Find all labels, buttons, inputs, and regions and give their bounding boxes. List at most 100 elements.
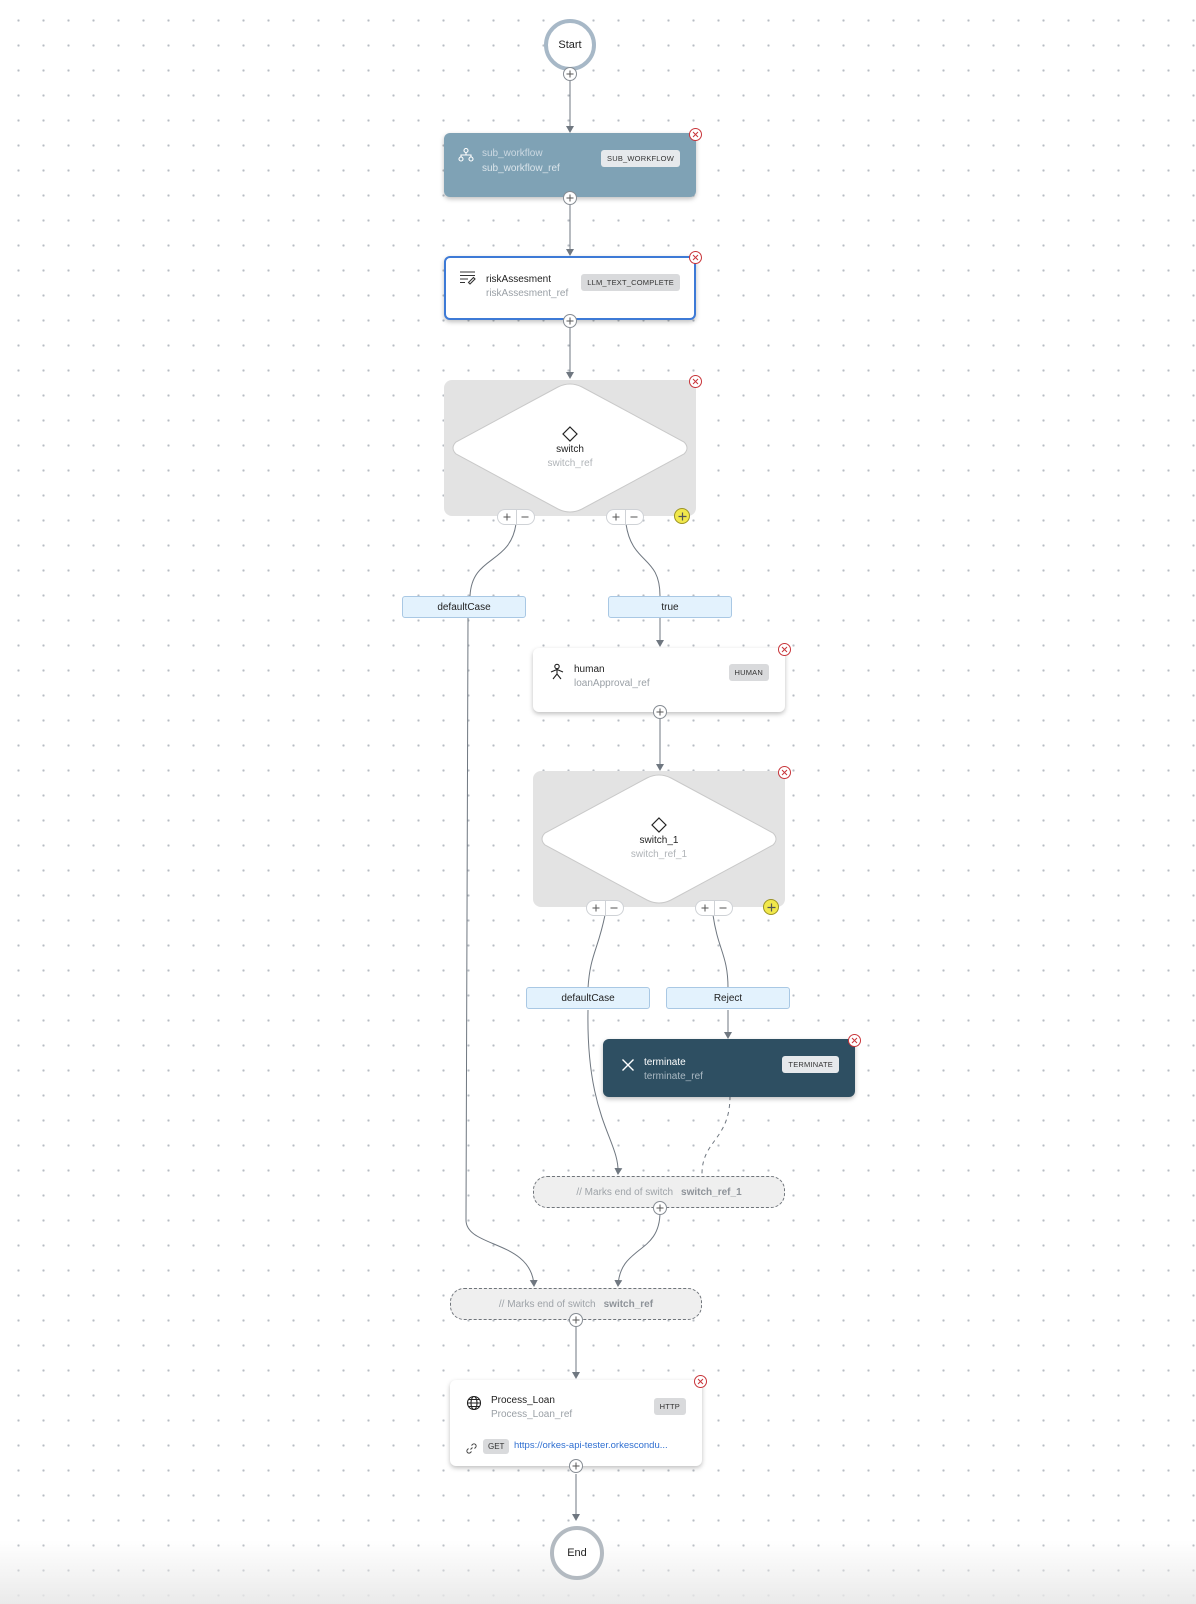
delete-task-button[interactable]	[689, 251, 702, 264]
add-task-button[interactable]	[653, 705, 667, 719]
delete-task-button[interactable]	[848, 1034, 861, 1047]
add-task-button[interactable]	[569, 1313, 583, 1327]
end-label: End	[567, 1547, 587, 1559]
case-add-remove-control[interactable]	[586, 900, 624, 916]
plus-icon[interactable]	[498, 510, 517, 524]
edge-default1-end	[465, 617, 538, 1287]
add-task-button[interactable]	[653, 1201, 667, 1215]
minus-icon[interactable]	[626, 510, 644, 524]
delete-task-button[interactable]	[694, 1375, 707, 1388]
edge-switch1-default	[587, 914, 606, 989]
add-task-button[interactable]	[569, 1459, 583, 1473]
switch-1-task[interactable]: switch_1 switch_ref_1	[533, 771, 785, 907]
diamond-icon	[562, 426, 578, 447]
task-name: terminate	[644, 1057, 686, 1068]
switch-ref: switch_ref	[547, 458, 593, 469]
case-label-default[interactable]: defaultCase	[526, 987, 650, 1009]
task-ref: riskAssesment_ref	[486, 288, 569, 299]
sub-workflow-icon	[456, 145, 476, 165]
diamond-icon	[651, 817, 667, 838]
add-task-button[interactable]	[563, 314, 577, 328]
plus-icon	[656, 1204, 664, 1212]
close-icon	[692, 378, 699, 385]
x-icon	[618, 1055, 638, 1075]
globe-icon	[464, 1393, 484, 1413]
human-icon	[547, 662, 567, 682]
add-case-button[interactable]	[674, 508, 690, 524]
plus-icon[interactable]	[696, 901, 715, 915]
switch-ref: switch_ref_1	[630, 849, 688, 860]
task-type-badge: TERMINATE	[782, 1056, 839, 1073]
switch-task[interactable]: switch switch_ref	[444, 380, 696, 516]
edge-end1-end	[614, 1211, 661, 1287]
plus-icon	[566, 317, 574, 325]
switch-diamond	[452, 383, 688, 513]
close-icon	[692, 254, 699, 261]
close-icon	[692, 131, 699, 138]
plus-icon	[678, 512, 686, 520]
task-ref: terminate_ref	[644, 1071, 703, 1082]
task-ref: Process_Loan_ref	[491, 1409, 573, 1420]
plus-icon[interactable]	[587, 901, 606, 915]
end-node[interactable]: End	[550, 1526, 604, 1580]
task-type-badge: LLM_TEXT_COMPLETE	[581, 274, 680, 291]
delete-task-button[interactable]	[689, 128, 702, 141]
http-method-badge: GET	[483, 1439, 510, 1454]
edge-switch1-reject	[712, 914, 729, 989]
plus-icon	[566, 70, 574, 78]
delete-task-button[interactable]	[778, 766, 791, 779]
end-marker-ref: switch_ref	[603, 1298, 654, 1310]
plus-icon	[566, 194, 574, 202]
switch-name: switch	[556, 444, 584, 455]
task-ref: sub_workflow_ref	[482, 163, 560, 174]
task-type-badge: HTTP	[653, 1398, 686, 1415]
start-node[interactable]: Start	[544, 19, 596, 71]
edge-switch-default	[469, 523, 517, 597]
close-icon	[851, 1037, 858, 1044]
task-ref: loanApproval_ref	[574, 678, 650, 689]
task-type-badge: HUMAN	[728, 664, 769, 681]
minus-icon[interactable]	[517, 510, 535, 524]
task-name: riskAssesment	[486, 274, 552, 285]
plus-icon	[572, 1462, 580, 1470]
delete-task-button[interactable]	[689, 375, 702, 388]
add-task-button[interactable]	[563, 191, 577, 205]
end-marker-ref: switch_ref_1	[681, 1186, 742, 1198]
plus-icon	[767, 903, 775, 911]
end-marker-prefix: // Marks end of switch	[576, 1186, 674, 1198]
plus-icon[interactable]	[607, 510, 626, 524]
plus-icon	[572, 1316, 580, 1324]
add-case-button[interactable]	[763, 899, 779, 915]
switch-name: switch_1	[639, 835, 679, 846]
http-url[interactable]: https://orkes-api-tester.orkescondu...	[514, 1440, 668, 1451]
case-label-reject[interactable]: Reject	[666, 987, 790, 1009]
case-add-remove-control[interactable]	[606, 509, 644, 525]
sub-workflow-task[interactable]: sub_workflow sub_workflow_ref SUB_WORKFL…	[444, 133, 696, 197]
plus-icon	[656, 708, 664, 716]
case-label-default[interactable]: defaultCase	[402, 596, 526, 618]
delete-task-button[interactable]	[778, 643, 791, 656]
task-name: Process_Loan	[491, 1395, 555, 1406]
llm-text-icon	[458, 268, 478, 288]
process-loan-task[interactable]: Process_Loan Process_Loan_ref HTTP GET h…	[450, 1380, 702, 1466]
switch-diamond	[541, 774, 777, 904]
end-marker-prefix: // Marks end of switch	[498, 1298, 596, 1310]
close-icon	[781, 769, 788, 776]
start-label: Start	[558, 39, 582, 51]
task-name: sub_workflow	[482, 148, 543, 159]
close-icon	[781, 646, 788, 653]
terminate-task[interactable]: terminate terminate_ref TERMINATE	[603, 1039, 855, 1097]
task-type-badge: SUB_WORKFLOW	[601, 150, 680, 167]
case-label-true[interactable]: true	[608, 596, 732, 618]
minus-icon[interactable]	[715, 901, 733, 915]
add-task-button[interactable]	[563, 67, 577, 81]
link-icon	[466, 1441, 477, 1459]
minus-icon[interactable]	[606, 901, 624, 915]
case-add-remove-control[interactable]	[695, 900, 733, 916]
case-add-remove-control[interactable]	[497, 509, 535, 525]
task-name: human	[574, 664, 605, 675]
close-icon	[697, 1378, 704, 1385]
human-task[interactable]: human loanApproval_ref HUMAN	[533, 648, 785, 712]
risk-assessment-task[interactable]: riskAssesment riskAssesment_ref LLM_TEXT…	[444, 256, 696, 320]
